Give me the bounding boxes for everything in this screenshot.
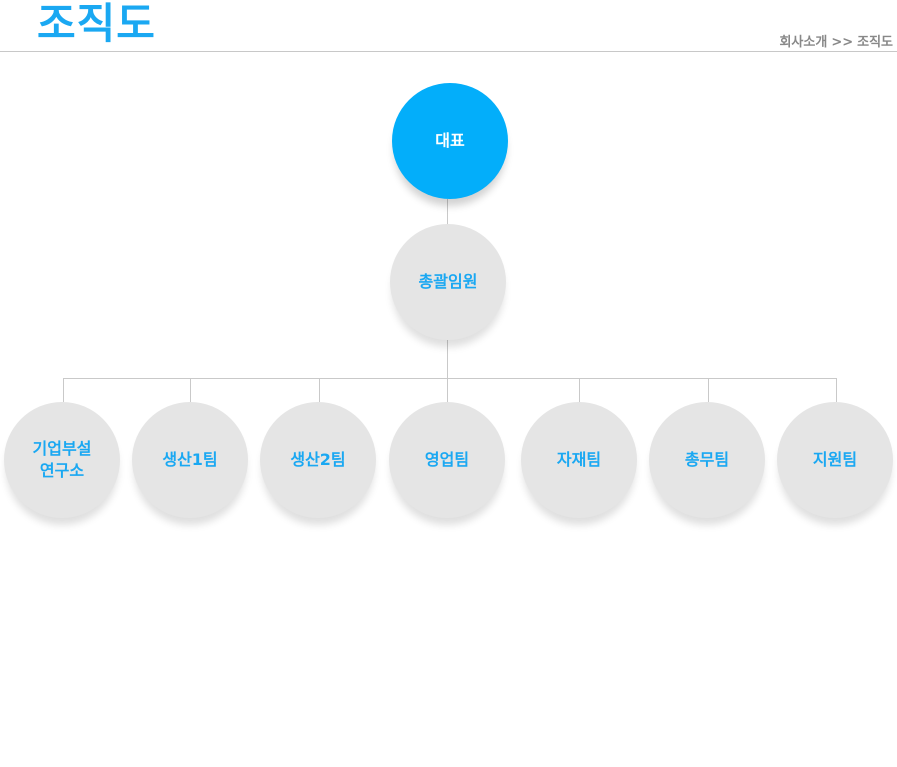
- connector-team-2: [319, 378, 320, 402]
- connector-team-4: [579, 378, 580, 402]
- breadcrumb: 회사소개>>조직도: [779, 31, 893, 50]
- org-node-ceo: 대표: [392, 83, 508, 199]
- org-node-team: 생산2팀: [260, 402, 376, 518]
- breadcrumb-parent[interactable]: 회사소개: [779, 35, 828, 50]
- org-node-team: 생산1팀: [132, 402, 248, 518]
- breadcrumb-current: 조직도: [857, 35, 893, 50]
- org-node-label: 영업팀: [424, 450, 470, 469]
- org-node-team: 자재팀: [521, 402, 637, 518]
- org-node-label: 자재팀: [556, 450, 602, 469]
- breadcrumb-separator: >>: [831, 35, 854, 50]
- connector-team-6: [836, 378, 837, 402]
- connector-team-0: [63, 378, 64, 402]
- connector-team-1: [190, 378, 191, 402]
- org-node-label: 생산1팀: [162, 450, 218, 469]
- org-node-label: 총무팀: [684, 450, 730, 469]
- page-header: 조직도 회사소개>>조직도: [0, 0, 897, 52]
- connector-ceo-executive: [447, 199, 448, 225]
- org-node-label: 지원팀: [812, 450, 858, 469]
- org-node-label: 생산2팀: [290, 450, 346, 469]
- org-node-label: 기업부설 연구소: [32, 439, 92, 480]
- connector-horizontal: [63, 378, 837, 379]
- connector-executive-down: [447, 340, 448, 378]
- connector-team-3: [447, 378, 448, 402]
- org-node-team: 지원팀: [777, 402, 893, 518]
- connector-team-5: [708, 378, 709, 402]
- org-node-label: 대표: [435, 131, 465, 150]
- org-node-team: 영업팀: [389, 402, 505, 518]
- org-node-team: 기업부설 연구소: [4, 402, 120, 518]
- page-title: 조직도: [37, 0, 156, 48]
- org-node-executive: 총괄임원: [390, 224, 506, 340]
- org-node-team: 총무팀: [649, 402, 765, 518]
- org-node-label: 총괄임원: [418, 272, 478, 291]
